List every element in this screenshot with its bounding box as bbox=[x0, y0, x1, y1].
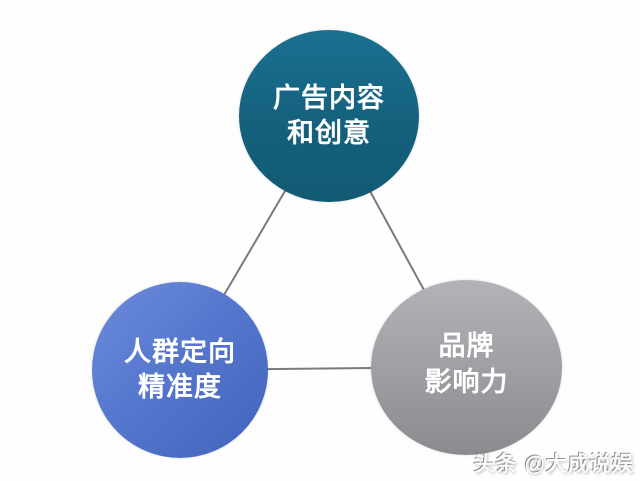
node-label-line: 精准度 bbox=[138, 372, 222, 402]
node-label-line: 影响力 bbox=[424, 366, 509, 397]
node-label-line: 和创意 bbox=[287, 118, 371, 148]
node-label-line: 人群定向 bbox=[124, 336, 236, 367]
node-audience-targeting-precision: 人群定向 精准度 bbox=[92, 282, 268, 458]
node-label-line: 品牌 bbox=[438, 331, 495, 362]
node-brand-influence: 品牌 影响力 bbox=[371, 280, 562, 455]
node-ad-content-creativity: 广告内容 和创意 bbox=[239, 30, 419, 202]
watermark: 头条 @大成说娱 bbox=[473, 453, 634, 476]
node-label-line: 广告内容 bbox=[273, 82, 385, 113]
